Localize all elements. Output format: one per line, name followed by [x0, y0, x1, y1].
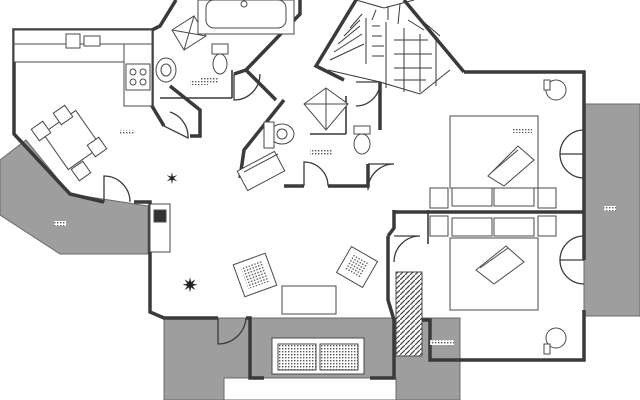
coffee-table [281, 285, 337, 315]
sink-2 [83, 35, 101, 47]
door-living-bottom [217, 317, 247, 345]
wall-stair-left [313, 0, 358, 82]
dining-table [42, 109, 102, 171]
tv-cabinet [236, 150, 286, 192]
hob [125, 63, 151, 91]
door-hall [367, 163, 395, 191]
door-kitchen [103, 175, 131, 203]
door-terrace-right-upper [559, 129, 585, 155]
door-terrace-right-lower [559, 235, 585, 261]
partitions [160, 70, 429, 244]
wall-shower-bottom-right [328, 164, 370, 188]
door-bath [233, 73, 261, 101]
wall-wc-left [168, 84, 202, 138]
wc [155, 0, 295, 83]
bedrooms [429, 79, 567, 355]
wall-outer-left [134, 200, 218, 320]
toilet [353, 133, 371, 155]
chair-lower [545, 327, 567, 349]
staircase [327, 0, 451, 95]
wall-living-right [386, 236, 396, 321]
door-stair [355, 81, 381, 107]
door-shower [303, 161, 329, 187]
sink [65, 33, 81, 49]
living-room: ✶ ✷ [149, 150, 423, 375]
wall-bedroom-left [386, 210, 396, 238]
wall-wc-top [151, 0, 178, 32]
wall-right [464, 70, 586, 260]
wall-bottom-right [370, 310, 586, 380]
wall-bath-left [244, 68, 278, 102]
terrace-left [0, 139, 149, 255]
wall-wc-top-right [233, 0, 302, 76]
kitchen [13, 29, 153, 182]
plant-star-2: ✷ [182, 273, 199, 297]
door-wc [163, 111, 189, 140]
wall-stair-right [402, 0, 466, 74]
radiator-marks [190, 80, 208, 85]
door-terrace-right-upper-b [559, 153, 585, 179]
shower-room [263, 87, 371, 155]
terrace-hatch-marks [54, 206, 616, 226]
door-terrace-right-lower-b [559, 259, 585, 285]
door-bedroom-lower [393, 235, 421, 263]
wall-bottom [246, 316, 264, 380]
toilet-wc [212, 53, 228, 75]
terrace-bottom-inner [223, 377, 397, 400]
sideboard [395, 271, 423, 357]
plant-star-1: ✶ [165, 169, 178, 188]
doors [103, 73, 585, 345]
